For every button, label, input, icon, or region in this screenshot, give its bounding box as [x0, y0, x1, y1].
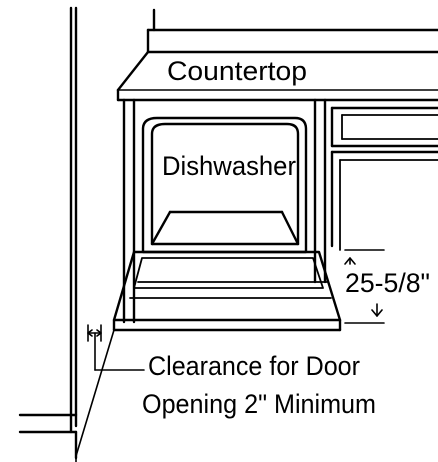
clearance-dimension	[75, 324, 145, 462]
dishwasher-label: Dishwasher	[162, 151, 296, 181]
height-label: 25-5/8"	[345, 268, 430, 298]
side-wall	[18, 6, 78, 460]
dishwasher-door	[112, 250, 342, 332]
clearance-label-line1: Clearance for Door	[148, 351, 360, 381]
line-art	[18, 6, 438, 462]
adjacent-cabinet	[330, 106, 438, 251]
text-labels: Countertop Dishwasher 25-5/8" Clearance …	[142, 56, 430, 419]
countertop-label: Countertop	[167, 56, 307, 86]
height-dimension	[344, 249, 385, 324]
dishwasher-tub	[141, 116, 308, 254]
countertop	[116, 8, 438, 102]
clearance-label-line2: Opening 2" Minimum	[142, 389, 376, 419]
